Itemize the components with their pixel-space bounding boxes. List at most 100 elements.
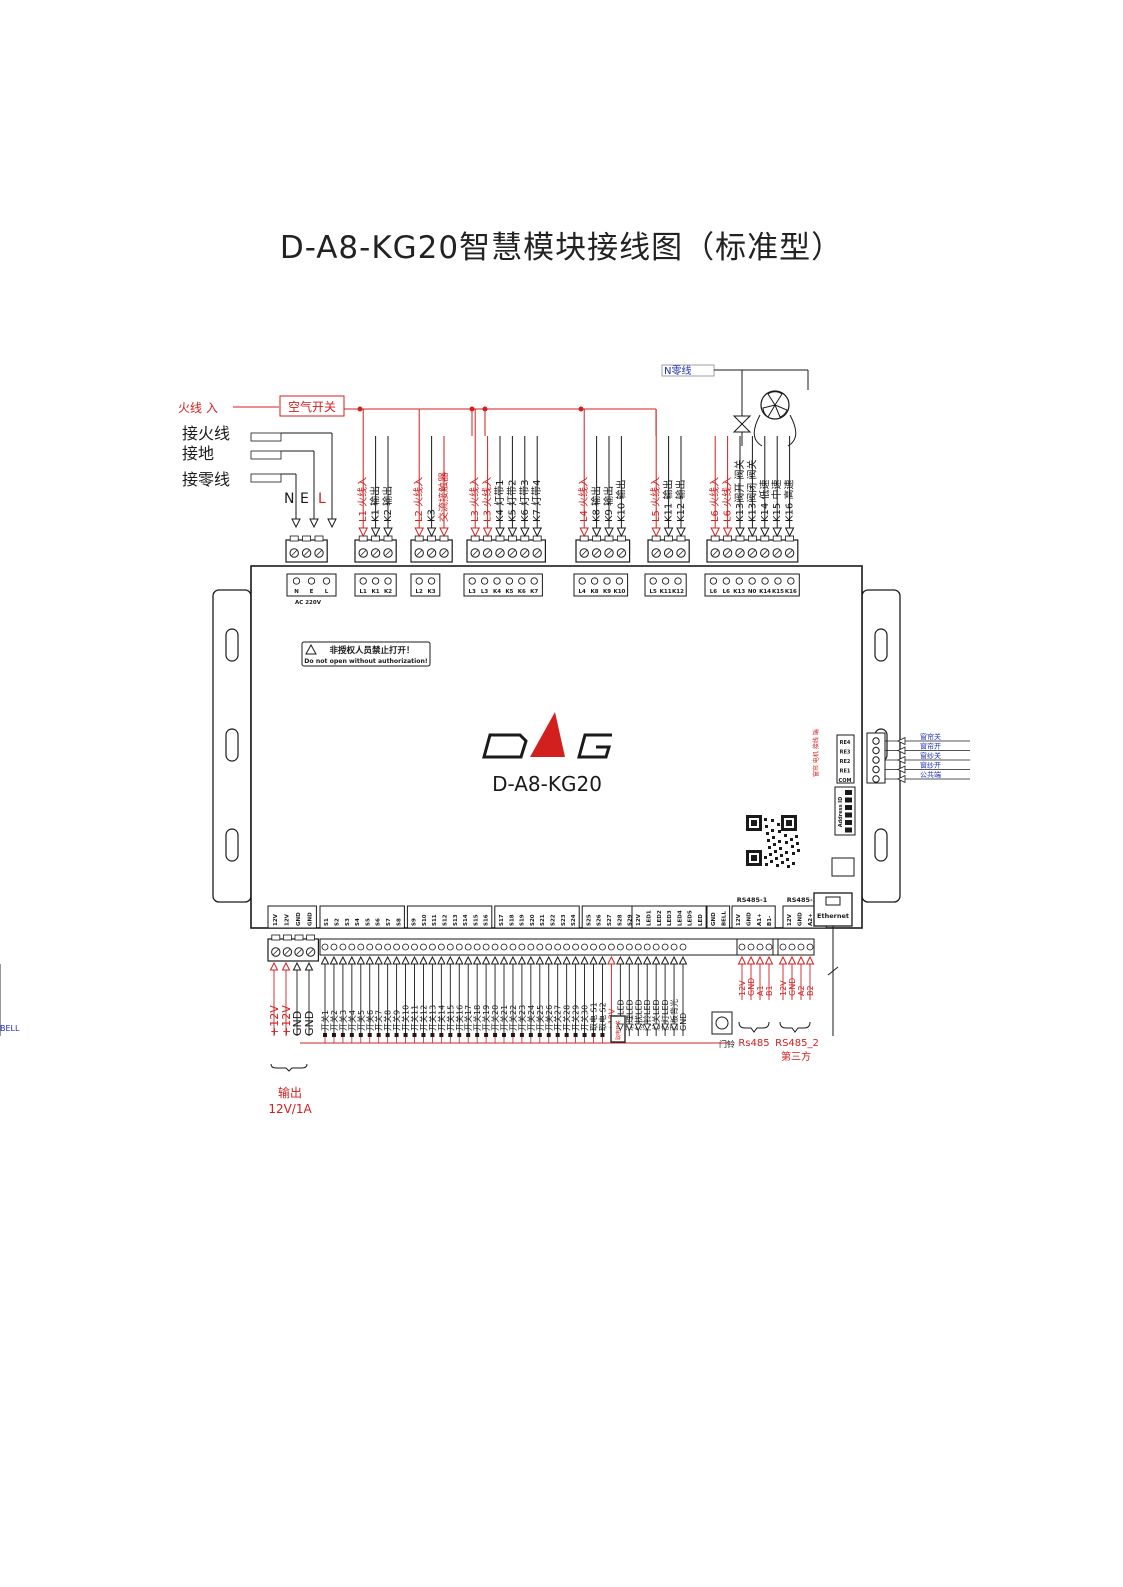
arrow-icon xyxy=(507,527,518,538)
led-header xyxy=(631,905,707,929)
motor-output-label: 公共端 xyxy=(920,770,941,779)
pin-label: L6 xyxy=(710,589,718,595)
screw-icon xyxy=(756,943,764,951)
bottom-wire-label: 开关28 xyxy=(562,1005,572,1031)
bottom-wire-label: 开关2 xyxy=(329,1010,339,1031)
wire-plug xyxy=(250,450,282,460)
logo-a-icon xyxy=(530,712,565,757)
n-letter: N xyxy=(284,491,294,507)
pin-label: K8 xyxy=(591,589,599,595)
arrow-icon xyxy=(735,527,745,538)
terminal-wire-label: L4 火线入 xyxy=(577,477,590,522)
power-output-label: +12V xyxy=(268,1005,281,1036)
screw-icon xyxy=(446,943,454,951)
switch-contact-icon xyxy=(448,1033,453,1037)
arrow-icon xyxy=(897,736,906,746)
bottom-pin-label: S22 xyxy=(550,914,556,926)
motor-pin-label: COM xyxy=(839,778,852,784)
switch-contact-icon xyxy=(555,1033,560,1037)
bottom-wire-label: 开关14 xyxy=(436,1005,446,1031)
bottom-pin-label: LED5 xyxy=(688,910,694,926)
bottom-wire-label: 厨房LED xyxy=(615,999,625,1031)
terminal-wire-label: K14 低速 xyxy=(758,480,771,522)
brace-icon xyxy=(738,1021,770,1033)
qr-module xyxy=(776,864,779,867)
mount-hole-icon xyxy=(874,828,888,862)
switch-contact-icon xyxy=(403,1033,408,1037)
qr-module xyxy=(795,835,798,838)
dip-toggle xyxy=(845,812,852,818)
switch-contact-icon xyxy=(340,1033,345,1037)
terminal-wire-label: L3 火线入 xyxy=(481,477,494,522)
screw-icon xyxy=(402,943,409,951)
arrow-icon xyxy=(607,955,616,965)
bottom-pin-label: S26 xyxy=(597,914,603,926)
screw-icon xyxy=(464,943,472,951)
qr-module xyxy=(792,862,795,865)
arrow-icon xyxy=(426,527,437,538)
arrow-icon xyxy=(604,527,614,538)
warning-en: Do not open without authorization! xyxy=(304,658,427,665)
screw-slot xyxy=(618,550,625,556)
switch-header xyxy=(494,905,580,929)
bottom-pin-label: S15 xyxy=(473,914,479,926)
card-switch-box xyxy=(610,1015,626,1043)
screw-icon xyxy=(797,943,805,951)
terminal-wire-label: K16 高速 xyxy=(783,480,796,522)
bottom-pin-label: 12V xyxy=(636,913,642,926)
arrow-icon xyxy=(281,961,291,971)
rs485-wire-label: 12V xyxy=(738,980,747,996)
neutral-wire-label: 接零线 xyxy=(182,470,230,489)
screw-icon xyxy=(738,943,746,951)
rs485-caption: Rs485 xyxy=(738,1038,769,1049)
bottom-wire-label: 开关19 xyxy=(481,1005,491,1031)
qr-module xyxy=(784,834,787,837)
pin-label: K1 xyxy=(372,589,380,595)
switch-contact-icon xyxy=(537,1033,542,1037)
screw-slot xyxy=(307,949,314,955)
arrow-icon xyxy=(764,955,774,965)
qr-finder-dot xyxy=(751,820,757,826)
bottom-pin-label: S8 xyxy=(396,918,402,926)
pin-label: K3 xyxy=(428,589,436,595)
arrow-icon xyxy=(535,955,545,965)
pin-label: E xyxy=(310,589,314,595)
screw-icon xyxy=(747,943,755,951)
motor-pin-label: RE4 xyxy=(840,740,851,746)
dip-toggle xyxy=(845,790,852,795)
junction-dot xyxy=(578,406,584,412)
live-in-label: 火线 入 xyxy=(178,401,218,415)
screw-slot xyxy=(786,550,793,556)
arrow-icon xyxy=(392,955,401,965)
screw-icon xyxy=(679,943,687,951)
bottom-wire-label: 开关6 xyxy=(365,1010,375,1031)
switch-contact-icon xyxy=(457,1033,462,1037)
screw-icon xyxy=(563,943,571,951)
terminal-wire-label: L6 火线入 xyxy=(708,477,721,522)
bottom-pin-label: S23 xyxy=(561,914,567,926)
arrow-icon xyxy=(472,955,482,965)
bottom-wire-label: 开关30 xyxy=(580,1005,590,1031)
arrow-icon xyxy=(292,961,302,971)
bottom-pin-label: 12V xyxy=(787,913,793,926)
led-icon xyxy=(652,1023,660,1031)
arrow-icon xyxy=(437,955,446,965)
rs485-2-wire-label: A2 xyxy=(797,985,806,996)
motor-pin-label: RE1 xyxy=(840,769,851,775)
dip-toggle xyxy=(845,827,852,833)
qr-finder-dot xyxy=(786,820,792,826)
screw-icon xyxy=(384,943,392,951)
bottom-wire-label: 开关24 xyxy=(526,1005,536,1031)
rs485-1-block xyxy=(736,938,774,956)
screw-icon xyxy=(375,943,383,951)
arrow-icon xyxy=(805,955,815,965)
bottom-pin-label: B1- xyxy=(767,916,773,926)
qr-module xyxy=(785,851,788,854)
switch-contact-icon xyxy=(331,1033,336,1037)
qr-module xyxy=(779,847,782,850)
bottom-pin-label: GND xyxy=(797,912,803,926)
mount-hole-icon xyxy=(225,628,239,662)
valve-icon xyxy=(732,415,752,433)
arrow-icon xyxy=(370,527,381,538)
fan-blades-icon xyxy=(762,391,788,418)
